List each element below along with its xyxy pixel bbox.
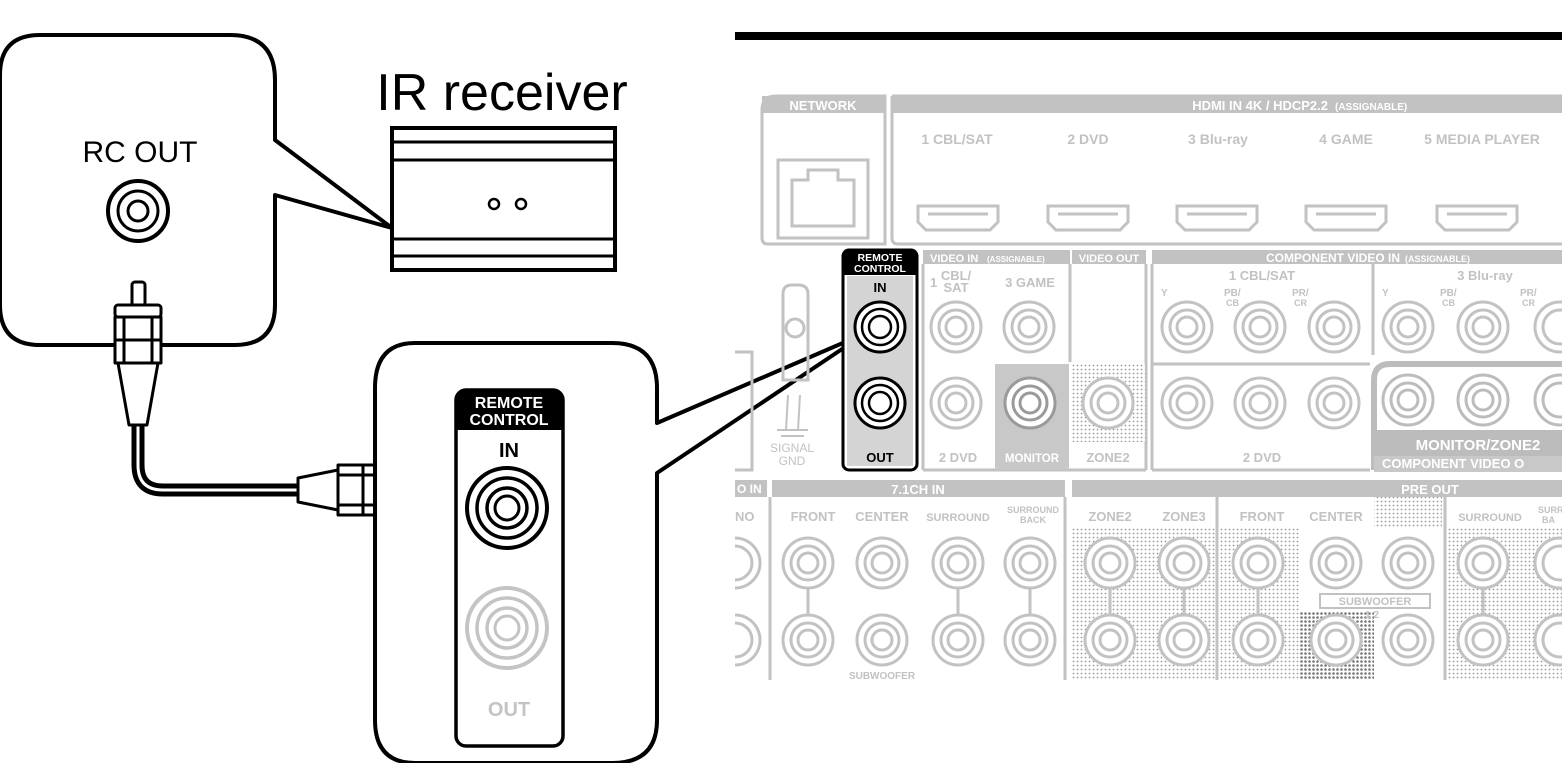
signal-gnd-line2: GND	[779, 454, 806, 468]
monitor-zone2-label: MONITOR/ZONE2	[1416, 437, 1541, 454]
hdmi-label-1: 1 CBL/SAT	[921, 131, 993, 147]
rc-out-jack	[108, 181, 168, 241]
pre-front-label: FRONT	[1240, 509, 1285, 524]
video-in-dvd-label: 2 DVD	[939, 450, 977, 465]
in-edge-label: O IN	[737, 482, 762, 496]
component-header: COMPONENT VIDEO IN	[1266, 251, 1400, 265]
panel-remote-out-label: OUT	[866, 450, 894, 465]
in-surround-back-line2: BACK	[1020, 515, 1046, 525]
component-bluray-label: 3 Blu-ray	[1457, 268, 1513, 283]
video-out-header: VIDEO OUT	[1079, 253, 1140, 265]
svg-text:Y: Y	[1161, 288, 1168, 299]
in-surround-label: SURROUND	[926, 512, 990, 524]
video-in-num1: 1	[930, 275, 937, 290]
video-in-cbl-line2: SAT	[943, 280, 968, 295]
hdmi-label-5: 5 MEDIA PLAYER	[1424, 131, 1540, 147]
panel-remote-out-jack	[855, 378, 905, 428]
zoom-remote-header: REMOTE	[475, 395, 544, 412]
zoom-in-label: IN	[499, 440, 519, 462]
ir-sensor-left-icon	[489, 199, 499, 209]
svg-text:Y: Y	[1382, 288, 1389, 299]
in-surround-back-line1: SURROUND	[1007, 505, 1060, 515]
rc-out-callout: RC OUT	[0, 35, 392, 345]
hdmi-label-4: 4 GAME	[1319, 131, 1373, 147]
panel-remote-control-block: REMOTE CONTROL IN OUT	[843, 250, 917, 470]
hdmi-assignable: (ASSIGNABLE)	[1335, 102, 1407, 113]
zoom-out-jack	[467, 588, 547, 668]
rca-cable	[138, 420, 300, 490]
pre-surround-label: SURROUND	[1458, 512, 1522, 524]
video-in-game-label: 3 GAME	[1005, 275, 1055, 290]
hdmi-label-2: 2 DVD	[1067, 131, 1108, 147]
svg-text:CR: CR	[1522, 298, 1535, 308]
zone2-video-jack	[1083, 378, 1133, 428]
component-cbl-label: 1 CBL/SAT	[1229, 268, 1295, 283]
zoom-out-label: OUT	[488, 699, 530, 721]
ir-receiver-device	[392, 128, 615, 270]
mono-edge-label: NO	[735, 509, 755, 524]
video-in-header: VIDEO IN	[930, 253, 978, 265]
in-71-header: 7.1CH IN	[891, 482, 944, 497]
zoom-in-jack	[467, 468, 547, 548]
ir-receiver-title: IR receiver	[376, 64, 627, 122]
component-channel-labels: Y PB/ CB PR/ CR Y PB/ CB PR/ CR	[1161, 288, 1537, 308]
remote-control-zoom-callout: REMOTE CONTROL IN OUT	[375, 333, 866, 763]
pre-subwoofer-label: SUBWOOFER	[1339, 596, 1412, 608]
network-label: NETWORK	[789, 98, 857, 113]
pre-zone2-label: ZONE2	[1088, 509, 1131, 524]
pre-ba-edge: BA	[1542, 515, 1555, 525]
zoom-control-header: CONTROL	[469, 412, 548, 429]
pre-subwoofer-nums: 1 2	[1365, 610, 1379, 621]
svg-text:CB: CB	[1442, 298, 1455, 308]
in-front-label: FRONT	[791, 509, 836, 524]
in-subwoofer-label: SUBWOOFER	[849, 671, 916, 682]
pre-center-label: CENTER	[1309, 509, 1363, 524]
pre-surr-edge: SURR	[1538, 505, 1562, 515]
pre-zone3-label: ZONE3	[1162, 509, 1205, 524]
svg-text:CB: CB	[1226, 298, 1239, 308]
component-assignable: (ASSIGNABLE)	[1405, 254, 1470, 264]
signal-gnd-line1: SIGNAL	[770, 441, 814, 455]
zone2-video-label: ZONE2	[1086, 450, 1129, 465]
hdmi-header: HDMI IN 4K / HDCP2.2	[1192, 98, 1328, 113]
monitor-jack	[1005, 378, 1055, 428]
svg-text:CR: CR	[1294, 298, 1307, 308]
component-video-out-label: COMPONENT VIDEO O	[1382, 456, 1524, 471]
component-dvd-label: 2 DVD	[1243, 450, 1281, 465]
in-center-label: CENTER	[855, 509, 909, 524]
in-71-jacks	[710, 538, 1055, 665]
panel-remote-in-jack	[855, 302, 905, 352]
panel-remote-in-label: IN	[874, 280, 887, 295]
video-in-assignable: (ASSIGNABLE)	[987, 255, 1045, 264]
ir-sensor-right-icon	[516, 199, 526, 209]
pre-out-header: PRE OUT	[1401, 482, 1459, 497]
hdmi-port-icons	[918, 206, 1517, 230]
panel-control-header: CONTROL	[854, 263, 906, 275]
receiver-rear-panel: NETWORK HDMI IN 4K / HDCP2.2 (ASSIGNABLE…	[710, 32, 1562, 682]
monitor-label: MONITOR	[1005, 453, 1060, 465]
ethernet-port-icon	[778, 160, 868, 238]
component-out-jacks	[1383, 375, 1562, 425]
hdmi-label-3: 3 Blu-ray	[1188, 131, 1248, 147]
rc-out-label: RC OUT	[83, 136, 198, 169]
